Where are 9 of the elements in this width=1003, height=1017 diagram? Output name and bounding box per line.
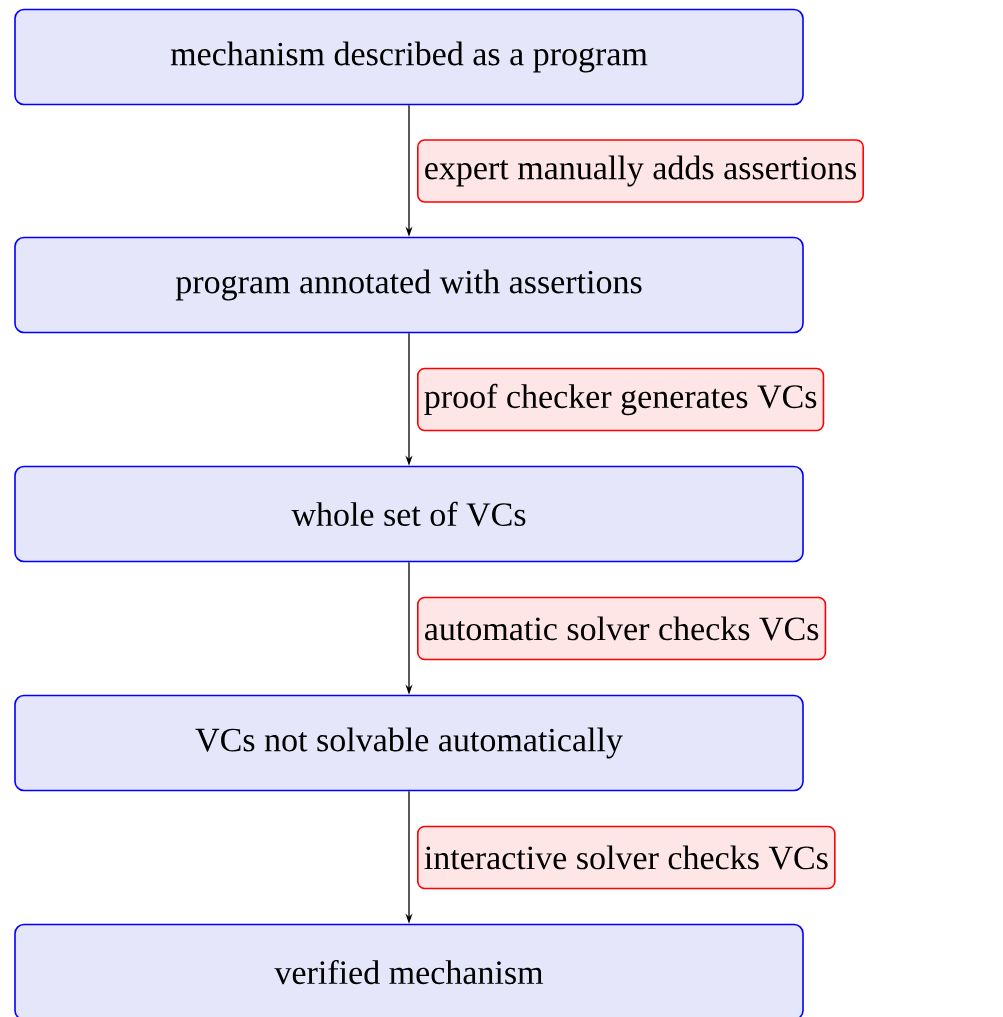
process-box: VCs not solvable automatically — [14, 694, 804, 792]
edge-label: automatic solver checks VCs — [417, 596, 827, 661]
process-box: mechanism described as a program — [14, 8, 804, 106]
edge-label: proof checker generates VCs — [417, 367, 825, 432]
edge-label: interactive solver checks VCs — [417, 825, 836, 890]
edge-label: expert manually adds assertions — [417, 139, 864, 203]
process-box: verified mechanism — [14, 923, 804, 1017]
process-box: program annotated with assertions — [14, 236, 804, 334]
process-box: whole set of VCs — [14, 465, 804, 563]
